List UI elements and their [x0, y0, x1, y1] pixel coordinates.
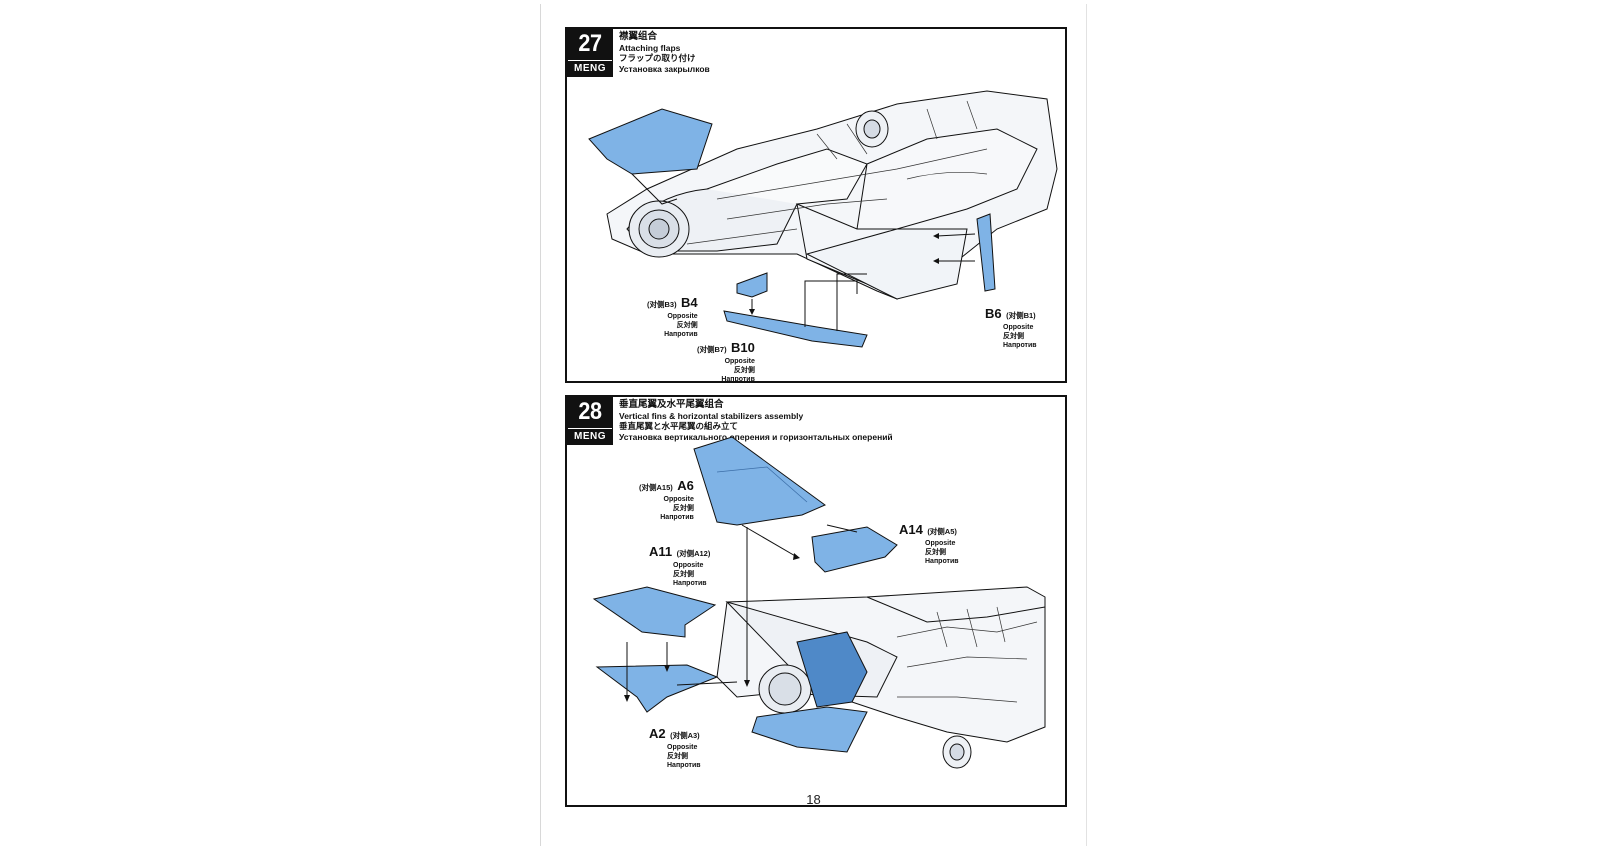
- part-a11-shape: [592, 586, 717, 638]
- opposite-en: Opposite: [925, 540, 956, 547]
- opposite-jp: 反対側: [676, 322, 698, 329]
- part-a2-shape: [595, 664, 719, 713]
- tail-surface-highlight: [588, 108, 713, 175]
- panel-lines: [686, 100, 988, 245]
- opposite-jp: 反対側: [1003, 333, 1024, 340]
- step-title-ru: Установка вертикального оперения и гориз…: [619, 431, 893, 442]
- part-a14-shape: [811, 526, 898, 573]
- step-title-cn: 垂直尾翼及水平尾翼组合: [619, 399, 724, 410]
- brand-logo: MENG: [568, 60, 612, 74]
- opposite-en: Opposite: [724, 358, 755, 365]
- part-a6-shape: [693, 436, 826, 526]
- panel-lines: [896, 606, 1038, 703]
- opposite-ru: Напротив: [925, 558, 959, 565]
- exhaust-nozzle: [758, 664, 812, 714]
- opposite-jp: 反対側: [733, 367, 755, 374]
- step-titles: 垂直尾翼及水平尾翼组合 Vertical fins & horizontal s…: [619, 399, 893, 442]
- arrow-heads: [624, 553, 800, 702]
- opposite-en: Opposite: [673, 562, 704, 569]
- opposite-ru: Напротив: [660, 514, 694, 521]
- step-titles: 襟翼组合 Attaching flaps フラップの取り付け Установка…: [619, 31, 710, 74]
- opposite-jp: 反対側: [672, 505, 694, 512]
- part-a6-label: (对侧A15) A6 Opposite 反対側 Напротив: [639, 478, 694, 521]
- part-a14-label: A14 (对侧A5) Opposite 反対側 Напротив: [899, 522, 959, 565]
- step-title-en: Vertical fins & horizontal stabilizers a…: [619, 410, 804, 421]
- opposite-jp: 反対側: [667, 753, 688, 760]
- page-number: 18: [806, 792, 821, 807]
- tail-assembly-diagram: [592, 436, 1046, 769]
- opposite-en: Opposite: [667, 744, 698, 751]
- brand-logo: MENG: [568, 428, 612, 442]
- part-b6-label: B6 (对侧B1) Opposite 反対側 Напротив: [985, 306, 1037, 349]
- part-b4-label: (对侧B3) B4 Opposite 反対側 Напротив: [647, 295, 698, 338]
- step-number-badge: 27 MENG: [567, 29, 613, 77]
- part-b10-label: (对侧B7) B10 Opposite 反対側 Напротив: [697, 340, 755, 383]
- main-gear-wheel: [855, 110, 889, 148]
- part-a2-label: A2 (对侧A3) Opposite 反対側 Напротив: [649, 726, 701, 769]
- step-number: 27: [578, 30, 602, 57]
- step-number: 28: [578, 398, 602, 425]
- opposite-en: Opposite: [667, 313, 698, 320]
- opposite-ru: Напротив: [673, 580, 707, 587]
- arrow-heads: [749, 233, 939, 315]
- flap-assembly-diagram: [588, 90, 1058, 348]
- step-title-en: Attaching flaps: [619, 42, 681, 53]
- part-b10-shape: [723, 310, 868, 348]
- opposite-ru: Напротив: [1003, 342, 1037, 349]
- opposite-ru: Напротив: [667, 762, 701, 769]
- opposite-ru: Напротив: [721, 376, 755, 383]
- opposite-ru: Напротив: [664, 331, 698, 338]
- main-gear-wheel: [942, 735, 972, 769]
- part-a11-label: A11 (对侧A12) Opposite 反対側 Напротив: [649, 544, 711, 587]
- step-title-jp: 垂直尾翼と水平尾翼の組み立て: [619, 421, 739, 431]
- step-title-jp: フラップの取り付け: [619, 53, 696, 63]
- step-28-panel: 28 MENG 垂直尾翼及水平尾翼组合 Vertical fins & hori…: [565, 395, 1067, 807]
- opposite-en: Opposite: [663, 496, 694, 503]
- exhaust-nozzle: [628, 200, 690, 258]
- assembly-arrows: [751, 233, 976, 331]
- mounted-vertical-fin: [796, 631, 868, 708]
- mounted-horizontal-stabilizer: [751, 706, 868, 753]
- step-number-badge: 28 MENG: [567, 397, 613, 445]
- assembly-arrows: [626, 524, 858, 697]
- part-b6-shape: [976, 213, 996, 292]
- wing-surface: [805, 228, 968, 300]
- step-title-cn: 襟翼组合: [619, 31, 658, 42]
- opposite-en: Opposite: [1003, 324, 1034, 331]
- step-title-ru: Установка закрылков: [619, 63, 710, 74]
- opposite-jp: 反対側: [925, 549, 946, 556]
- part-b4-shape: [736, 272, 768, 298]
- instruction-page: 27 MENG 襟翼组合 Attaching flaps フラップの取り付け У…: [540, 4, 1087, 846]
- opposite-jp: 反対側: [673, 571, 694, 578]
- step-27-panel: 27 MENG 襟翼组合 Attaching flaps フラップの取り付け У…: [565, 27, 1067, 383]
